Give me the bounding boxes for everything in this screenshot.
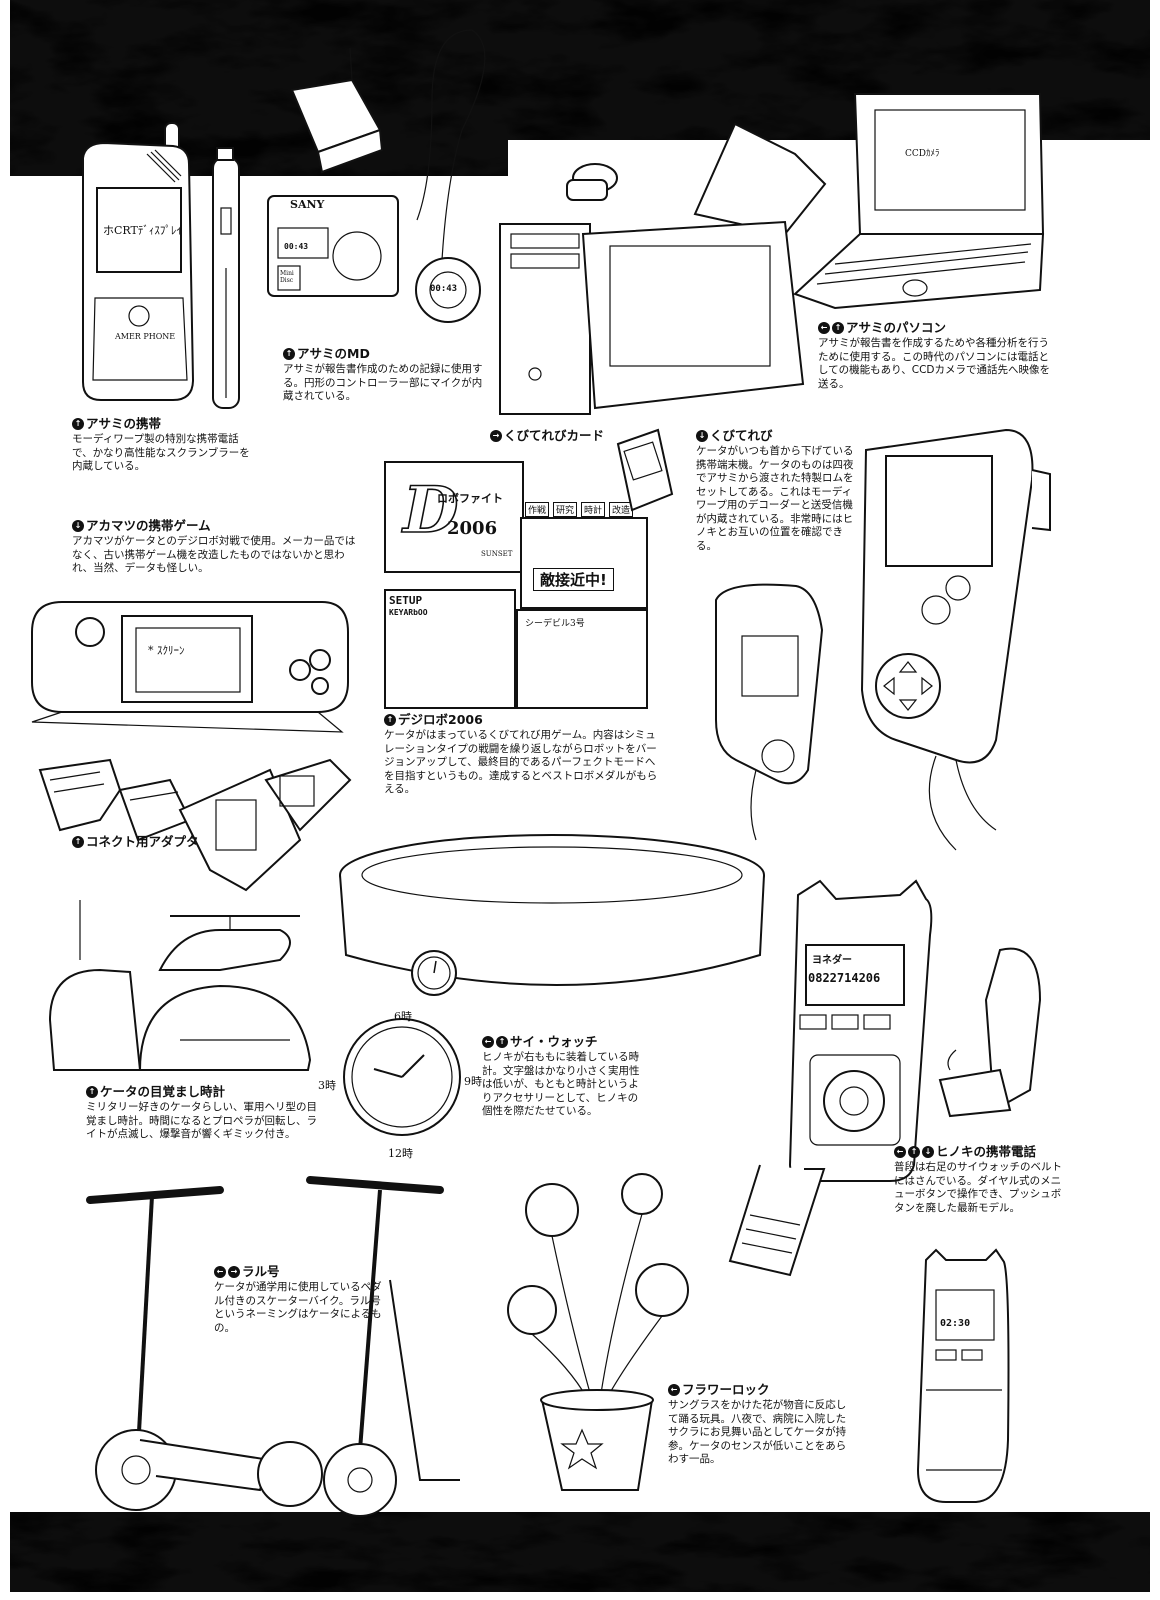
up-arrow-icon: ↑ <box>496 1036 508 1048</box>
md-remote-display: 00:43 <box>430 284 458 294</box>
kubiterebi-illustration <box>696 410 1096 860</box>
digirobo-tab: 作戦 <box>525 502 550 517</box>
asami-pc-illustration: CCDｶﾒﾗ <box>495 84 1055 424</box>
phone-screen-name: ヨネダー <box>812 955 852 966</box>
digirobo-screens: D ロボファイト 2006 SUNSET 作戦 研究 時計 改造 敵接近中! S… <box>383 460 651 710</box>
phone-small-screen: 02:30 <box>940 1318 971 1329</box>
up-arrow-icon: ↑ <box>72 836 84 848</box>
digirobo-subtitle: ロボファイト <box>437 492 503 505</box>
caption-title: ヒノキの携帯電話 <box>936 1144 1037 1159</box>
phone-screen-number: 0822714206 <box>808 971 881 985</box>
up-arrow-icon: ↑ <box>832 322 844 334</box>
game-screen-text: * ｽｸﾘｰﾝ <box>148 644 185 657</box>
caption-title: フラワーロック <box>682 1382 770 1397</box>
caption-flower-rock: ←フラワーロック サングラスをかけた花が物音に反応して踊る玩具。八夜で、病院に入… <box>668 1382 854 1467</box>
caption-title: アカマツの携帯ゲーム <box>86 518 211 533</box>
left-arrow-icon: ← <box>214 1266 226 1278</box>
digirobo-year: 2006 <box>447 518 498 539</box>
up-arrow-icon: ↑ <box>86 1086 98 1098</box>
left-arrow-icon: ← <box>818 322 830 334</box>
caption-title: サイ・ウォッチ <box>510 1034 598 1049</box>
caption-body: モーディワープ製の特別な携帯電話で、かなり高性能なスクランブラーを内蔵している。 <box>72 433 250 472</box>
down-arrow-icon: ↓ <box>696 430 708 442</box>
asami-keitai-illustration: ホCRTﾃﾞｨｽﾌﾟﾚｲ AMER PHONE <box>65 118 255 418</box>
sai-watch-illustration: 6時 3時 9時 12時 <box>318 805 790 1160</box>
caption-body: ケータがいつも首から下げている携帯端末機。ケータのものは四夜でアサミから渡された… <box>696 445 854 552</box>
digirobo-keyarbo: KEYARbOO <box>389 608 428 617</box>
caption-asami-keitai: ↑アサミの携帯 モーディワープ製の特別な携帯電話で、かなり高性能なスクランブラー… <box>72 416 252 474</box>
down-arrow-icon: ↓ <box>922 1146 934 1158</box>
digirobo-maker: SUNSET <box>481 550 513 558</box>
digirobo-setup: SETUP <box>389 594 423 607</box>
clock-bottom-label: 12時 <box>388 1147 413 1160</box>
clock-top-label: 6時 <box>394 1010 412 1023</box>
raru-go-illustration <box>60 1160 520 1520</box>
caption-asami-pc: ←↑アサミのパソコン アサミが報告書を作成するためや各種分析を行うために使用する… <box>818 320 1054 391</box>
caption-body: アサミが報告書作成のための記録に使用する。円形のコントローラー部にマイクが内蔵さ… <box>283 363 483 402</box>
top-marble-band <box>10 0 1150 176</box>
caption-title: アサミの携帯 <box>86 416 162 431</box>
caption-title: アサミのMD <box>297 346 370 361</box>
down-arrow-icon: ↓ <box>72 520 84 532</box>
caption-asami-md: ↑アサミのMD アサミが報告書作成のための記録に使用する。円形のコントローラー部… <box>283 346 483 404</box>
digirobo-tab: 時計 <box>581 502 606 517</box>
left-arrow-icon: ← <box>482 1036 494 1048</box>
akamatsu-game-illustration: * ｽｸﾘｰﾝ <box>22 582 362 742</box>
hinoki-phone-illustration: ヨネダー 0822714206 <box>720 875 1040 1295</box>
caption-alarm-clock: ↑ケータの目覚まし時計 ミリタリー好きのケータらしい、軍用ヘリ型の目覚まし時計。… <box>86 1084 326 1142</box>
md-display-text: 00:43 <box>284 242 309 251</box>
keitai-screen-text: ホCRTﾃﾞｨｽﾌﾟﾚｲ <box>103 224 182 237</box>
up-arrow-icon: ↑ <box>283 348 295 360</box>
kubiterebi-card-illustration <box>608 424 678 524</box>
caption-title: ラル号 <box>242 1264 280 1279</box>
caption-body: ヒノキが右ももに装着している時計。文字盤はかなり小さく実用性は低いが、もともと時… <box>482 1051 640 1117</box>
digirobo-alert: 敵接近中! <box>533 568 614 591</box>
caption-body: ケータが通学用に使用しているペダル付きのスケーターバイク。ラル号というネーミング… <box>214 1281 382 1334</box>
caption-title: くびてれび <box>710 428 773 443</box>
alarm-clock-illustration <box>40 890 330 1090</box>
md-brand-text: SANY <box>290 198 325 211</box>
left-arrow-icon: ← <box>894 1146 906 1158</box>
up-arrow-icon: ↑ <box>384 714 396 726</box>
caption-body: ケータがはまっているくびてれび用ゲーム。内容はシミュレーションタイプの戦闘を繰り… <box>384 729 658 795</box>
caption-body: アカマツがケータとのデジロボ対戦で使用。メーカー品ではなく、古い携帯ゲーム機を改… <box>72 535 356 574</box>
right-arrow-icon: → <box>490 430 502 442</box>
caption-body: サングラスをかけた花が物音に反応して踊る玩具。八夜で、病院に入院したサクラにお見… <box>668 1399 847 1465</box>
caption-title: アサミのパソコン <box>846 320 947 335</box>
up-arrow-icon: ↑ <box>908 1146 920 1158</box>
keitai-brand-text: AMER PHONE <box>115 332 176 341</box>
caption-kubiterebi: ↓くびてれび ケータがいつも首から下げている携帯端末機。ケータのものは四夜でアサ… <box>696 428 854 553</box>
left-arrow-icon: ← <box>668 1384 680 1396</box>
caption-sai-watch: ←↑サイ・ウォッチ ヒノキが右ももに装着している時計。文字盤はかなり小さく実用性… <box>482 1034 642 1119</box>
svg-text:D: D <box>401 473 459 548</box>
caption-akamatsu-game: ↓アカマツの携帯ゲーム アカマツがケータとのデジロボ対戦で使用。メーカー品ではな… <box>72 518 362 576</box>
clock-left-label: 3時 <box>318 1079 336 1092</box>
asami-md-illustration: SANY 00:43 Mini Disc 00:43 <box>262 20 502 340</box>
hinoki-phone-flip-illustration <box>930 940 1070 1140</box>
pc-screen-text: CCDｶﾒﾗ <box>905 149 940 159</box>
caption-body: 普段は右足のサイウォッチのベルトにはさんでいる。ダイヤル式のメニューボタンで操作… <box>894 1161 1062 1214</box>
caption-raru-go: ←→ラル号 ケータが通学用に使用しているペダル付きのスケーターバイク。ラル号とい… <box>214 1264 384 1335</box>
digirobo-tab: 研究 <box>553 502 578 517</box>
caption-title: コネクト用アダプタ <box>86 834 199 849</box>
md-logo-text: Mini Disc <box>280 270 294 284</box>
caption-hinoki-phone: ←↑↓ヒノキの携帯電話 普段は右足のサイウォッチのベルトにはさんでいる。ダイヤル… <box>894 1144 1064 1215</box>
hinoki-phone-closed-illustration: 02:30 <box>906 1240 1026 1520</box>
caption-body: アサミが報告書を作成するためや各種分析を行うために使用する。この時代のパソコンに… <box>818 337 1051 390</box>
caption-title: デジロボ2006 <box>398 712 483 727</box>
bottom-marble-band <box>10 1512 1150 1592</box>
caption-digirobo: ↑デジロボ2006 ケータがはまっているくびてれび用ゲーム。内容はシミュレーショ… <box>384 712 664 797</box>
right-arrow-icon: → <box>228 1266 240 1278</box>
connect-adapter-illustration <box>30 740 370 892</box>
caption-connect-adapter: ↑コネクト用アダプタ <box>72 834 252 851</box>
clock-right-label: 9時 <box>464 1075 482 1088</box>
caption-body: ミリタリー好きのケータらしい、軍用ヘリ型の目覚まし時計。時間になるとプロペラが回… <box>86 1101 317 1140</box>
caption-title: くびてれびカード <box>504 428 605 443</box>
up-arrow-icon: ↑ <box>72 418 84 430</box>
caption-title: ケータの目覚まし時計 <box>100 1084 226 1099</box>
flower-rock-illustration <box>492 1170 702 1500</box>
digirobo-stage: シーデビル3号 <box>525 619 585 629</box>
caption-kubiterebi-card: →くびてれびカード <box>490 428 620 445</box>
